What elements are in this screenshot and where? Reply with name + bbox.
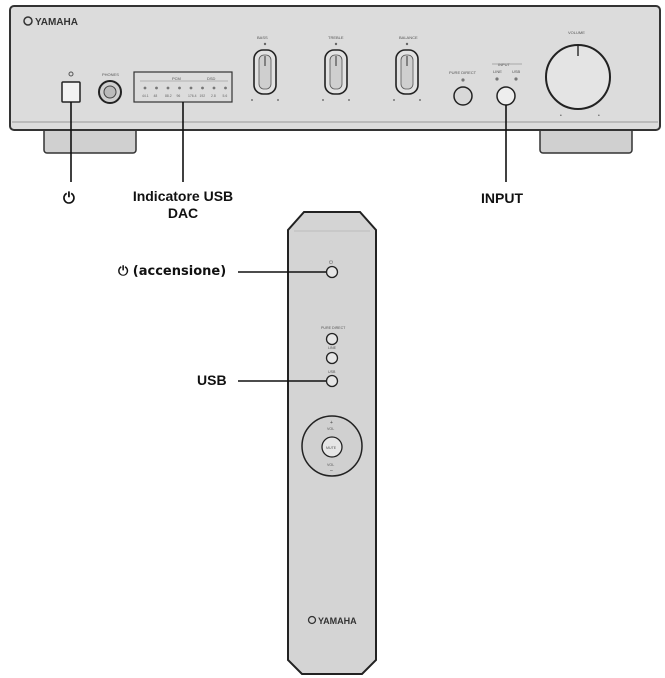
amp-pure-direct-button[interactable] <box>453 86 473 106</box>
knob-grip-balance <box>400 54 414 90</box>
amp-brand: YAMAHA <box>35 17 78 28</box>
dac-rate-label: 5.6 <box>223 94 228 98</box>
remote-mute-label: MUTE <box>326 446 337 450</box>
amp-volume-max-mark: • <box>598 113 600 119</box>
knob-range-mark-bass-right <box>277 99 279 101</box>
knob-range-mark-balance-right <box>419 99 421 101</box>
amp-power-button[interactable] <box>61 81 81 103</box>
input-callout-label: INPUT <box>481 190 523 206</box>
knob-center-mark-treble <box>334 42 338 46</box>
knob-center-mark-bass <box>263 42 267 46</box>
dac-led-96 <box>178 86 181 90</box>
amp-phones-label: PHONES <box>102 72 119 77</box>
remote-brand: YAMAHA <box>318 616 357 626</box>
knob-grip-treble <box>329 54 343 90</box>
knob-label-balance: BALANCE <box>399 35 418 40</box>
knob-range-mark-treble-left <box>322 99 324 101</box>
dac-led-176-4 <box>189 86 193 90</box>
remote-vol-up-plus: + <box>330 420 333 426</box>
dac-led-44-1 <box>143 86 147 90</box>
dac-pcm-label: PCM <box>172 76 181 81</box>
dac-rate-label: 48 <box>154 94 158 98</box>
amp-input-line-led <box>495 77 499 81</box>
remote-power-symbol: ⏻ <box>329 260 333 266</box>
remote-control: ⏻ PURE DIRECT LINE USB + VOL MUTE VOL – … <box>287 211 377 675</box>
usb-dac-callout-label: Indicatore USB DAC <box>118 188 248 222</box>
remote-callout-lines <box>238 271 326 382</box>
amp-volume-label: VOLUME <box>568 30 585 35</box>
dac-rate-label: 44.1 <box>142 94 149 98</box>
amp-power-indicator <box>68 71 74 77</box>
dac-rate-label: 2.8 <box>211 94 216 98</box>
remote-power-button[interactable] <box>325 265 339 279</box>
dac-dsd-label: DSD <box>207 76 216 81</box>
amp-input-usb-led <box>514 77 518 81</box>
remote-usb-label: USB <box>328 370 336 374</box>
usb-dac-callout-line1: Indicatore USB <box>132 188 234 204</box>
knob-center-mark-balance <box>405 42 409 46</box>
knob-label-bass: BASS <box>257 35 268 40</box>
amp-volume-min-mark: • <box>560 113 562 119</box>
amp-phones-jack-hole <box>103 85 117 99</box>
amp-input-button[interactable] <box>496 86 516 106</box>
amp-input-line-label: LINE <box>493 69 502 74</box>
knob-label-treble: TREBLE <box>328 35 344 40</box>
knob-range-mark-treble-right <box>348 99 350 101</box>
dac-led-5-6 <box>224 86 227 90</box>
remote-line-label: LINE <box>328 346 337 350</box>
amp-pure-direct-label: PURE DIRECT <box>449 70 477 75</box>
amp-pure-direct-led <box>461 78 465 82</box>
remote-power-callout-label: ⏻ (accensione) <box>118 264 227 279</box>
remote-usb-callout-label: USB <box>197 372 227 388</box>
dac-rate-label: 96 <box>177 94 181 98</box>
amp-volume-knob[interactable] <box>545 44 611 110</box>
amp-callout-lines <box>70 102 507 182</box>
remote-vol-down-label: VOL <box>327 463 334 467</box>
dac-led-192 <box>201 86 204 90</box>
dac-rate-label: 192 <box>200 94 206 98</box>
dac-led-88-2 <box>166 86 170 90</box>
amp-input-group-label: INPUT <box>498 62 511 67</box>
dac-led-48 <box>155 86 158 90</box>
remote-mute-button[interactable] <box>321 436 343 458</box>
remote-vol-down-minus: – <box>330 468 333 474</box>
remote-usb-button[interactable] <box>325 374 339 388</box>
remote-pure-direct-label: PURE DIRECT <box>321 326 346 330</box>
remote-line-button[interactable] <box>325 351 339 365</box>
dac-rate-label: 176.4 <box>188 94 197 98</box>
remote-brand-emblem <box>307 615 317 625</box>
amp-brand-emblem <box>23 16 33 26</box>
knob-range-mark-balance-left <box>393 99 395 101</box>
tone-knobs: BASS TREBLE BALANCE <box>251 35 421 101</box>
knob-grip-bass <box>258 54 272 90</box>
remote-vol-up-label: VOL <box>327 427 334 431</box>
usb-dac-callout-line2: DAC <box>167 205 199 221</box>
dac-led-2-8 <box>212 86 216 90</box>
amp-input-usb-label: USB <box>512 69 521 74</box>
power-callout-label: ⏻ <box>63 189 75 207</box>
knob-range-mark-bass-left <box>251 99 253 101</box>
dac-rate-label: 88.2 <box>165 94 172 98</box>
remote-pure-direct-button[interactable] <box>325 332 339 346</box>
